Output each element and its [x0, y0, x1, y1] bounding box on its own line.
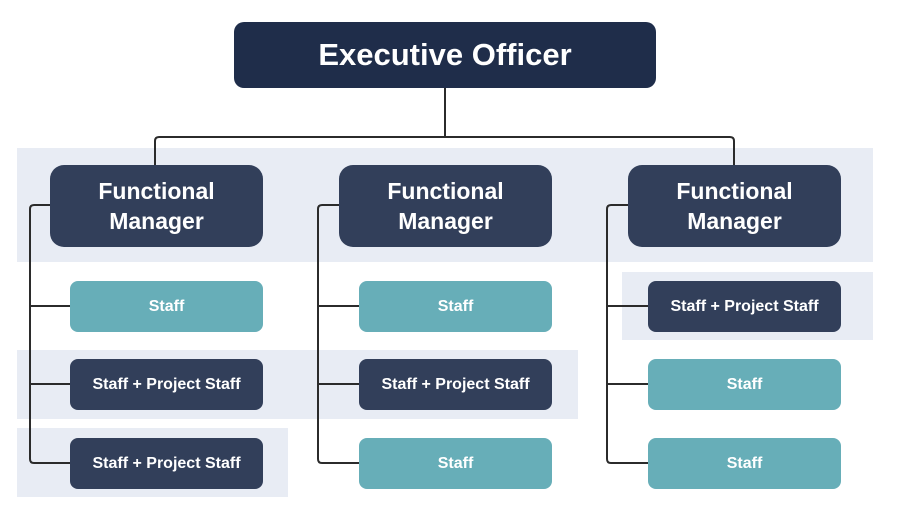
project-staff-node: Staff + Project Staff	[70, 438, 263, 489]
functional-manager-node: Functional Manager	[628, 165, 841, 247]
staff-node: Staff	[359, 281, 552, 332]
staff-node: Staff	[648, 438, 841, 489]
staff-node: Staff	[359, 438, 552, 489]
staff-node: Staff	[70, 281, 263, 332]
project-staff-node: Staff + Project Staff	[70, 359, 263, 410]
executive-officer-node: Executive Officer	[234, 22, 656, 88]
staff-node: Staff	[648, 359, 841, 410]
project-staff-node: Staff + Project Staff	[359, 359, 552, 410]
project-staff-node: Staff + Project Staff	[648, 281, 841, 332]
functional-manager-node: Functional Manager	[50, 165, 263, 247]
functional-manager-node: Functional Manager	[339, 165, 552, 247]
